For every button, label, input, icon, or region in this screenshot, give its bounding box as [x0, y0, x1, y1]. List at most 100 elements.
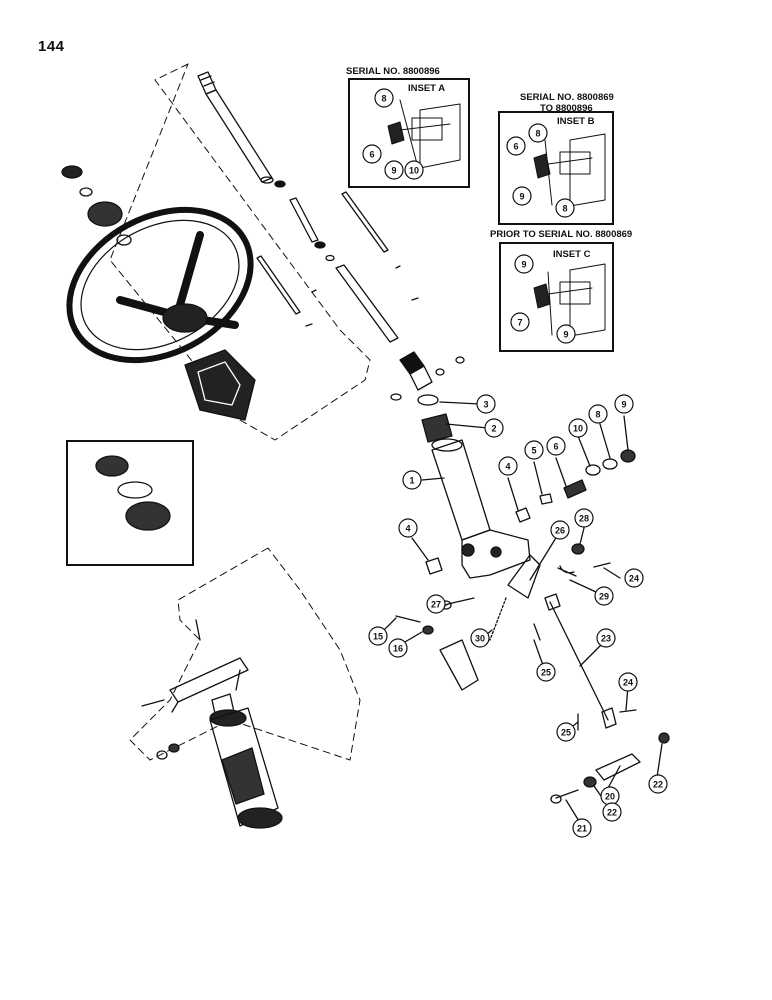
universal-joint: [399, 351, 465, 391]
part-callout-number: 10: [573, 424, 583, 434]
inset-b-callout-8: 8: [528, 123, 548, 143]
inset-c-callout-number: 9: [563, 330, 568, 340]
shift-lever-plate: [439, 639, 479, 691]
part-callout-16: 16: [388, 638, 408, 658]
inset-b-heading-line1: SERIAL NO. 8800869: [520, 92, 614, 103]
part-callout-26: 26: [550, 520, 570, 540]
nut-22-upper: [658, 732, 670, 744]
part-callout-number: 20: [605, 792, 615, 802]
inset-a-callout-number: 10: [409, 166, 419, 176]
part-callout-20: 20: [600, 786, 620, 806]
inset-b-callout-number: 9: [519, 192, 524, 202]
inset-b-callout-number: 8: [535, 129, 540, 139]
threaded-stud-6: [563, 479, 587, 499]
washer-8: [602, 458, 618, 470]
inset-a-callout-10: 10: [404, 160, 424, 180]
column-boot: [184, 349, 256, 421]
part-callout-number: 25: [561, 728, 571, 738]
bearing-detail-frame: [66, 440, 194, 566]
inset-a-callout-6: 6: [362, 144, 382, 164]
part-callout-number: 21: [577, 824, 587, 834]
inset-c-drawing: [533, 263, 606, 337]
inset-b-heading-line2: TO 8800896: [540, 103, 593, 114]
part-callout-number: 24: [629, 574, 639, 584]
part-callout-8: 8: [588, 404, 608, 424]
tie-rod-left: [256, 255, 301, 315]
column-mount-bracket: [141, 619, 249, 760]
inset-a-drawing: [387, 99, 461, 176]
pin-4-lower: [425, 557, 443, 575]
collar-top: [274, 180, 286, 188]
part-callout-30: 30: [470, 628, 490, 648]
part-callout-number: 6: [553, 442, 558, 452]
washer-10: [585, 464, 601, 476]
part-callout-25: 25: [556, 722, 576, 742]
part-callout-27: 27: [426, 594, 446, 614]
part-callout-number: 30: [475, 634, 485, 644]
inset-c-title: INSET C: [553, 249, 591, 260]
part-callout-number: 4: [405, 524, 410, 534]
link-rod-23: [549, 601, 609, 721]
inset-b-title: INSET B: [557, 116, 595, 127]
inset-c-callouts: 979: [510, 254, 576, 344]
inset-c-callout-9: 9: [514, 254, 534, 274]
part-callout-number: 25: [541, 668, 551, 678]
part-callout-number: 16: [393, 644, 403, 654]
washer-3: [417, 394, 439, 406]
part-callout-4: 4: [498, 456, 518, 476]
inset-c-callout-9: 9: [556, 324, 576, 344]
part-callout-10: 10: [568, 418, 588, 438]
part-callout-23: 23: [596, 628, 616, 648]
part-callout-number: 1: [409, 476, 414, 486]
part-callout-21: 21: [572, 818, 592, 838]
lock-bracket-26: [507, 554, 541, 599]
part-callout-number: 28: [579, 514, 589, 524]
steering-column-tube: [431, 438, 531, 579]
part-callout-number: 5: [531, 446, 536, 456]
upper-shaft-rod: [289, 197, 319, 243]
part-callout-28: 28: [574, 508, 594, 528]
part-callout-22: 22: [648, 774, 668, 794]
part-callout-4: 4: [398, 518, 418, 538]
upper-steering-shaft: [197, 71, 274, 184]
inset-a-callout-number: 9: [391, 166, 396, 176]
part-callout-number: 8: [595, 410, 600, 420]
bearing-detail: [95, 455, 171, 531]
inset-c-heading: PRIOR TO SERIAL NO. 8800869: [490, 229, 633, 240]
tie-rod-upper: [341, 191, 389, 253]
spring-29: [557, 565, 577, 577]
lower-shaft-tube: [335, 264, 399, 343]
inset-a-callout-number: 6: [369, 150, 374, 160]
part-callout-number: 15: [373, 632, 383, 642]
part-callout-number: 4: [505, 462, 510, 472]
inset-b-callout-6: 6: [506, 136, 526, 156]
nut-28: [571, 543, 585, 555]
inset-a-callout-number: 8: [381, 94, 386, 104]
part-callout-29: 29: [594, 586, 614, 606]
bolt-21: [555, 789, 579, 799]
part-callout-15: 15: [368, 626, 388, 646]
part-callout-9: 9: [614, 394, 634, 414]
inset-a-title: INSET A: [408, 83, 446, 94]
clamp-20: [595, 753, 641, 781]
nut-9: [620, 449, 636, 463]
inset-a-callouts: 8 6 9 10: [362, 88, 424, 180]
spring-30: [489, 597, 507, 641]
part-callout-24: 24: [624, 568, 644, 588]
part-callout-number: 22: [607, 808, 617, 818]
part-callout-6: 6: [546, 436, 566, 456]
nut-22-lower: [583, 776, 597, 788]
part-callout-number: 23: [601, 634, 611, 644]
bolt-27: [447, 597, 475, 605]
part-callout-number: 22: [653, 780, 663, 790]
part-callout-2: 2: [484, 418, 504, 438]
bolt-15: [395, 615, 421, 623]
inset-a-callout-9: 9: [384, 160, 404, 180]
part-callout-number: 2: [491, 424, 496, 434]
part-callout-number: 27: [431, 600, 441, 610]
part-callout-number: 3: [483, 400, 488, 410]
inset-c-callout-number: 9: [521, 260, 526, 270]
part-callout-25: 25: [536, 662, 556, 682]
